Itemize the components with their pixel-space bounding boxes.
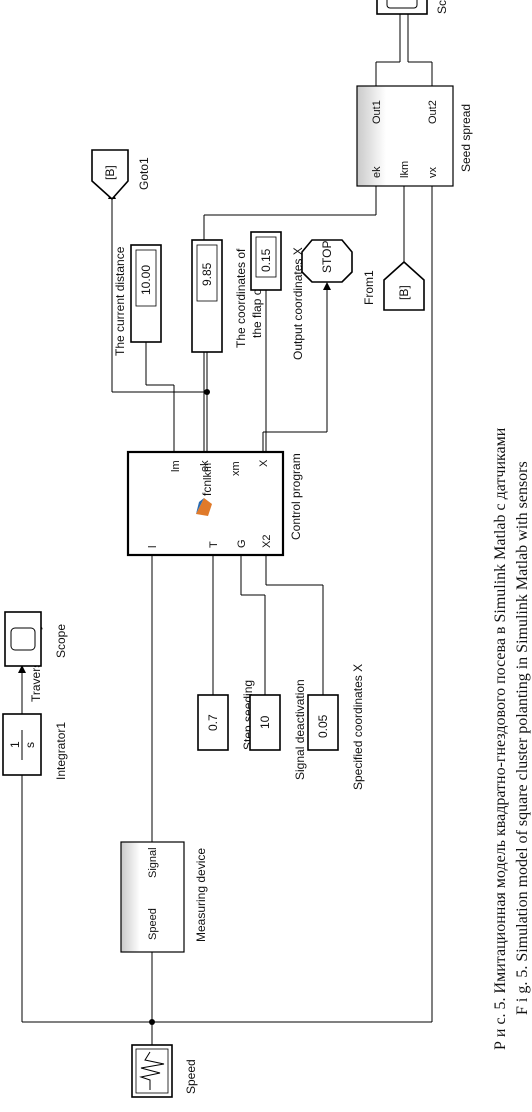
goto-label: Goto1 bbox=[137, 157, 151, 190]
output-x-value: 0.15 bbox=[259, 248, 273, 272]
port-out-xm: xm bbox=[230, 461, 242, 476]
specified-x-label: Specified coordinates X bbox=[351, 664, 365, 790]
from-block[interactable]: [B] From1 bbox=[362, 260, 425, 311]
stop-label: STOP bbox=[320, 241, 334, 273]
integrator-label: Integrator1 bbox=[54, 722, 68, 780]
scope-label: Scope bbox=[54, 624, 68, 658]
seed-spread-in-ek: ek bbox=[371, 166, 383, 178]
current-distance-display: 10.00 The current distance bbox=[113, 244, 162, 356]
from-label: From1 bbox=[362, 270, 376, 305]
goto-tag: [B] bbox=[103, 165, 117, 180]
step-seeding-block[interactable]: 0.7 Step seeding bbox=[197, 680, 255, 751]
port-out-x: X bbox=[258, 459, 270, 467]
step-seeding-value: 0.7 bbox=[206, 714, 220, 731]
seed-spread-out1: Out1 bbox=[371, 100, 383, 124]
seed-spread-in-vx: vx bbox=[427, 167, 439, 179]
port-out-ek: ek bbox=[199, 460, 211, 472]
stop-block[interactable]: STOP bbox=[301, 239, 353, 283]
specified-x-value: 0.05 bbox=[316, 714, 330, 738]
signal-deactivation-label: Signal deactivation bbox=[293, 679, 307, 780]
port-out-lkm: lkm bbox=[202, 463, 214, 480]
port-in-g: G bbox=[236, 539, 248, 548]
from-tag: [B] bbox=[397, 285, 411, 300]
seed-spread-block[interactable]: ek lkm vx Out1 Out2 Seed spread bbox=[356, 85, 473, 187]
specified-x-block[interactable]: 0.05 Specified coordinates X bbox=[307, 664, 365, 790]
integrator-block[interactable]: 1 s Integrator1 bbox=[2, 713, 68, 780]
goto-block[interactable]: [B] Goto1 bbox=[91, 149, 151, 201]
scope-block[interactable]: Scope bbox=[4, 611, 68, 667]
flap-opening-value: 9.85 bbox=[200, 262, 214, 286]
scope-right-label: Sc bbox=[435, 0, 449, 14]
seed-spread-out2: Out2 bbox=[427, 100, 439, 124]
scope-right-block[interactable]: Sc bbox=[376, 0, 449, 15]
matlab-logo-icon bbox=[196, 498, 212, 516]
measuring-device-block[interactable]: Speed Signal Measuring device bbox=[120, 841, 208, 953]
measuring-device-out-port: Signal bbox=[147, 847, 159, 878]
port-out-lm: lm bbox=[170, 460, 182, 472]
control-program-label: Control program bbox=[289, 453, 303, 540]
integrator-numerator: 1 bbox=[8, 741, 22, 748]
port-in-t: T bbox=[208, 541, 220, 548]
control-program-fn: fcn bbox=[200, 480, 214, 496]
port-in-l: l bbox=[147, 546, 159, 548]
caption-en: F i g. 5. Simulation model of square clu… bbox=[514, 461, 531, 1015]
integrator-denominator: s bbox=[23, 742, 37, 748]
signal-waveform-icon bbox=[139, 1051, 165, 1090]
signal-deactivation-value: 10 bbox=[258, 715, 272, 729]
measuring-device-label: Measuring device bbox=[194, 848, 208, 942]
current-distance-value: 10.00 bbox=[139, 265, 153, 295]
caption-ru: Р и с. 5. Имитационная модель квадратно-… bbox=[492, 427, 509, 1050]
scope-right-screen-icon bbox=[386, 0, 418, 9]
output-x-label: Output coordinates X bbox=[291, 247, 305, 360]
speed-label: Speed bbox=[184, 1059, 198, 1094]
output-x-display: 0.15 Output coordinates X bbox=[250, 231, 305, 360]
signal-deactivation-block[interactable]: 10 Signal deactivation bbox=[249, 679, 307, 780]
current-distance-label: The current distance bbox=[113, 246, 127, 356]
measuring-device-in-port: Speed bbox=[147, 908, 159, 940]
scope-screen-icon bbox=[10, 627, 36, 651]
control-program-block[interactable]: l T G X2 lm lkm ek xm X fcn Control prog… bbox=[126, 450, 303, 557]
flap-opening-label-1: The coordinates of bbox=[234, 248, 248, 348]
seed-spread-in-lkm: lkm bbox=[399, 161, 411, 178]
port-in-x2: X2 bbox=[261, 535, 273, 548]
seed-spread-label: Seed spread bbox=[459, 104, 473, 172]
speed-source-block[interactable]: Speed bbox=[131, 1044, 198, 1098]
